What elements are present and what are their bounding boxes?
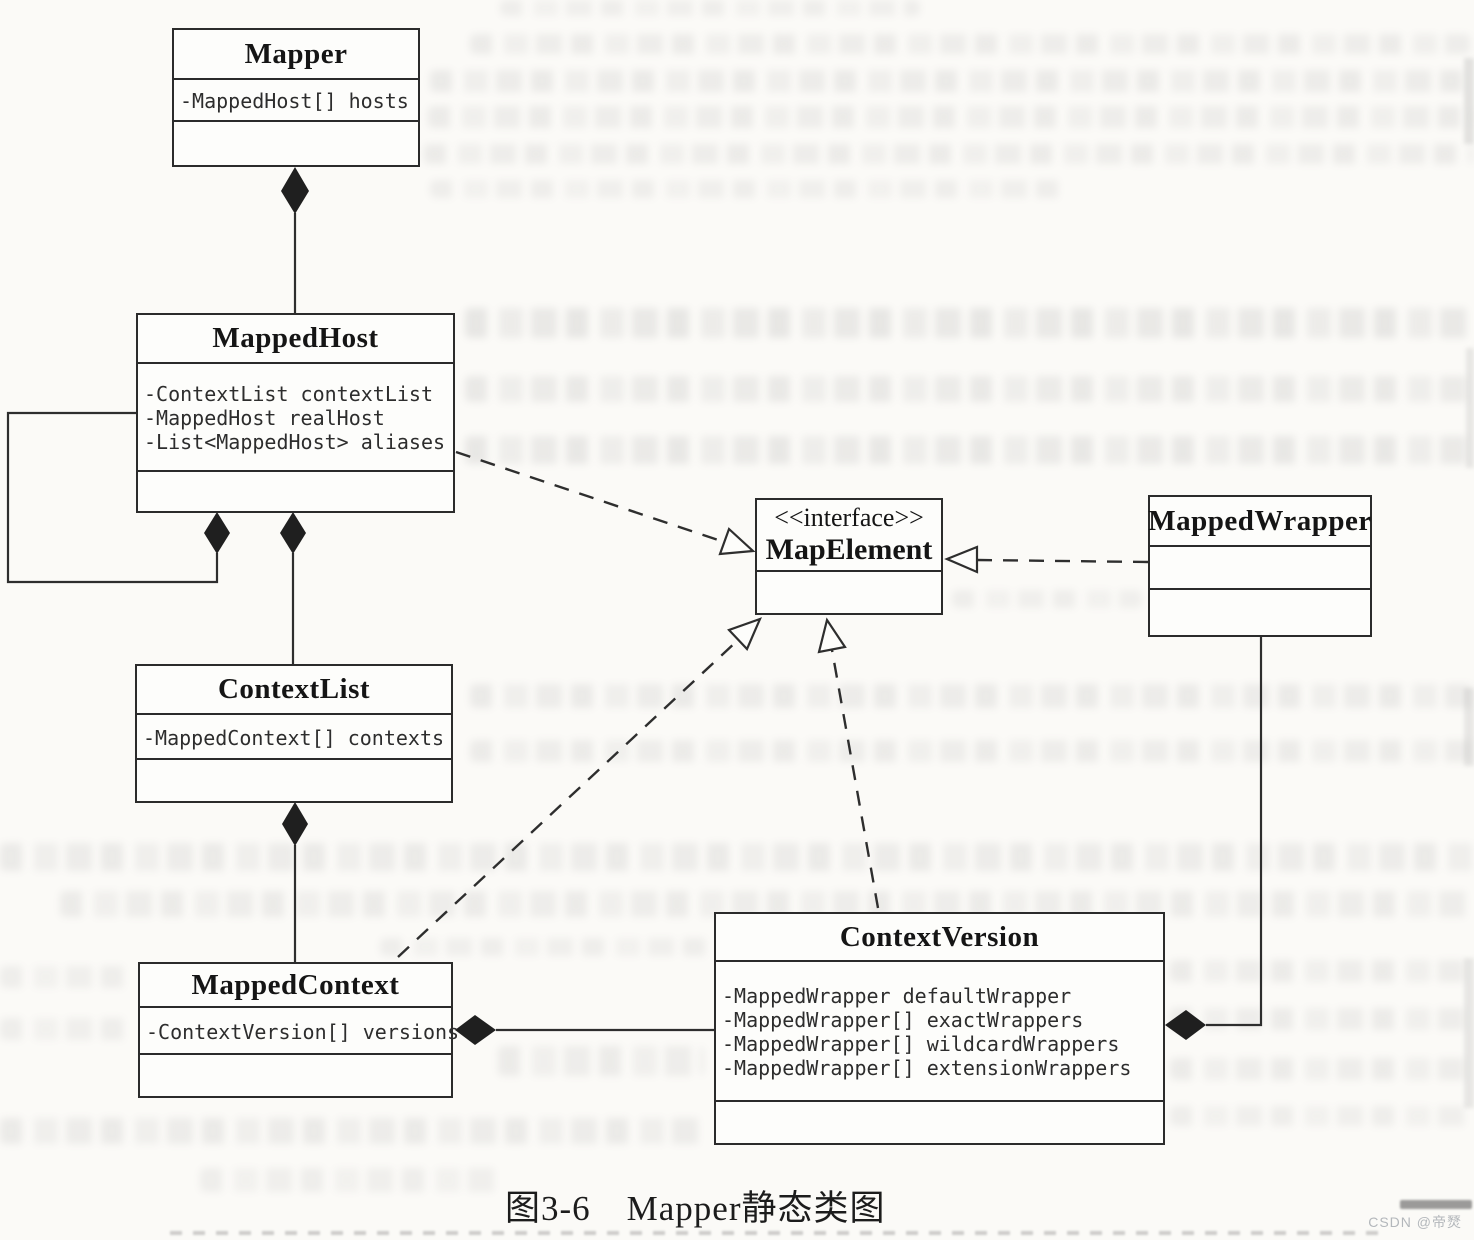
scan-smudge [428, 106, 1474, 128]
scan-smudge [500, 0, 920, 16]
class-title: MappedWrapper [1148, 497, 1371, 547]
class-title: MapElement [765, 533, 933, 566]
scan-smudge [424, 144, 1474, 164]
scan-edge-mark [1464, 688, 1474, 766]
class-attribute: -MappedHost realHost [144, 406, 385, 430]
class-attribute: -List<MappedHost> aliases [144, 430, 446, 454]
class-operations-compartment [140, 1055, 451, 1096]
class-box-mappedhost: MappedHost -ContextList contextList -Map… [136, 313, 455, 513]
class-box-mapper: Mapper -MappedHost[] hosts [172, 28, 420, 167]
class-operations-compartment [757, 572, 941, 613]
mappedwrapper-mapelement-dashed [976, 558, 1149, 564]
composition-diamond [280, 512, 306, 554]
class-box-contextlist: ContextList -MappedContext[] contexts [135, 664, 453, 803]
mappedhost-mapelement-dashed [455, 450, 725, 544]
scan-smudge [430, 70, 1474, 92]
scan-smudge [470, 684, 1474, 708]
scan-smudge [0, 966, 132, 988]
scan-smudge [465, 436, 1474, 464]
scan-edge-mark [1466, 348, 1474, 468]
scan-smudge [1170, 1008, 1470, 1030]
composition-diamond [281, 167, 309, 214]
scan-streak [170, 1231, 1380, 1235]
class-attribute: -MappedWrapper[] extensionWrappers [722, 1056, 1132, 1080]
scan-smudge [470, 740, 1474, 762]
class-operations-compartment [137, 760, 451, 801]
class-attribute: -MappedWrapper[] exactWrappers [722, 1008, 1084, 1032]
class-title: ContextVersion [716, 914, 1163, 962]
open-arrowhead [727, 617, 763, 651]
class-attributes-compartment [1150, 547, 1370, 590]
scan-smudge [498, 1046, 704, 1076]
class-attribute: -ContextList contextList [144, 382, 433, 406]
class-attribute: -MappedWrapper[] wildcardWrappers [722, 1032, 1120, 1056]
class-operations-compartment [716, 1102, 1163, 1143]
open-arrowhead [944, 545, 979, 574]
open-arrowhead [718, 527, 756, 556]
composition-diamond [455, 1015, 496, 1045]
class-attribute: -ContextVersion[] versions [146, 1019, 460, 1044]
scan-smudge [430, 180, 1070, 198]
scan-corner-mark [1400, 1200, 1472, 1209]
interface-stereotype: <<interface>> [774, 503, 924, 532]
scan-smudge [0, 1018, 132, 1040]
csdn-watermark: CSDN @帝燹 [1368, 1214, 1462, 1230]
scan-smudge [465, 308, 1474, 338]
scan-edge-mark [1464, 958, 1474, 1108]
composition-diamond [282, 802, 308, 846]
scan-smudge [0, 1118, 706, 1144]
scan-smudge [1170, 1106, 1470, 1126]
scan-smudge [200, 1168, 500, 1192]
class-attribute: -MappedWrapper defaultWrapper [722, 984, 1072, 1008]
class-title: ContextList [137, 666, 451, 715]
class-title: MappedHost [138, 315, 453, 364]
class-box-contextversion: ContextVersion -MappedWrapper defaultWra… [714, 912, 1165, 1145]
class-operations-compartment [1150, 590, 1370, 635]
class-title: MappedContext [140, 964, 451, 1008]
interface-box-mapelement: <<interface>> MapElement [755, 498, 943, 615]
scan-edge-mark [1464, 58, 1474, 144]
open-arrowhead [817, 617, 847, 654]
class-operations-compartment [138, 472, 453, 511]
scan-smudge [1170, 1058, 1470, 1080]
class-title: Mapper [174, 30, 418, 80]
figure-caption: 图3-6 Mapper静态类图 [505, 1189, 886, 1228]
class-attribute: -MappedContext[] contexts [143, 725, 445, 750]
scan-smudge [0, 843, 1474, 871]
scan-smudge [952, 590, 1142, 608]
class-box-mappedwrapper: MappedWrapper [1148, 495, 1372, 637]
scan-smudge [1170, 960, 1470, 982]
class-operations-compartment [174, 122, 418, 165]
composition-diamond [204, 512, 230, 554]
class-attribute: -MappedHost[] hosts [180, 89, 409, 113]
scan-smudge [465, 376, 1474, 402]
scan-smudge [470, 34, 1470, 54]
class-box-mappedcontext: MappedContext -ContextVersion[] versions [138, 962, 460, 1098]
scan-smudge [380, 938, 710, 956]
